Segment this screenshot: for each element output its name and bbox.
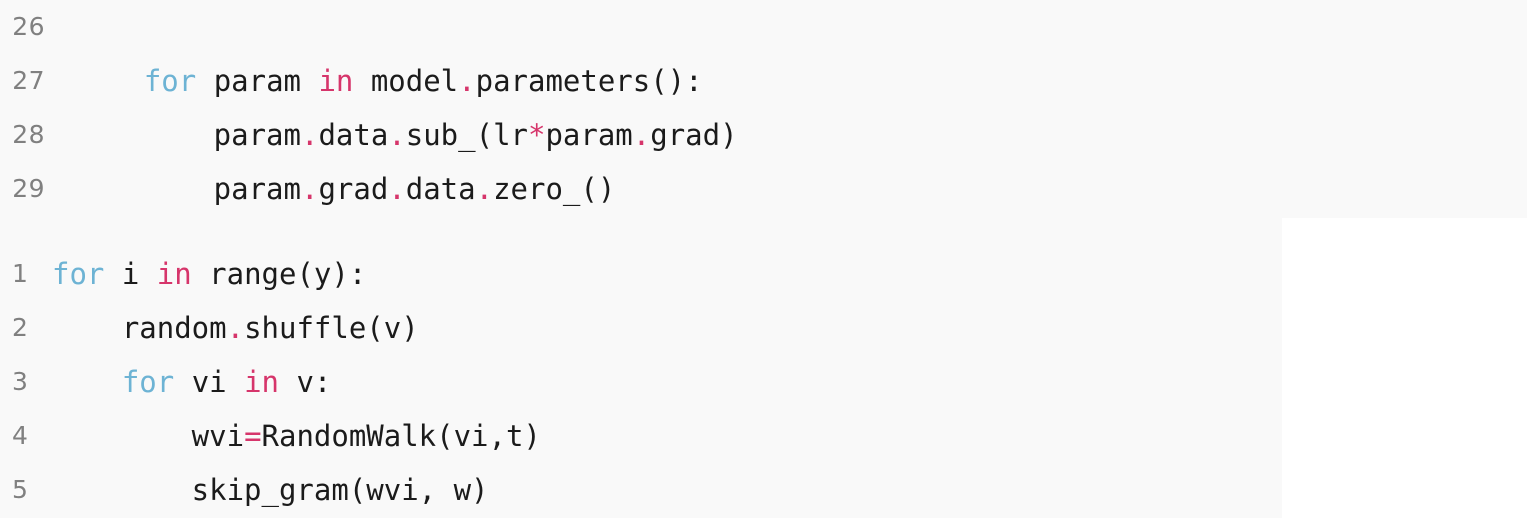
line-number: 27	[12, 66, 45, 95]
code-text[interactable]: for vi in v:	[52, 355, 332, 409]
code-token-pln: grad	[318, 172, 389, 206]
line-number: 4	[12, 421, 29, 450]
code-line[interactable]: 26	[0, 0, 1527, 54]
code-token-pln: data	[318, 118, 389, 152]
line-number: 28	[12, 120, 45, 149]
code-line[interactable]: 27 for param in model.parameters():	[0, 54, 1527, 108]
code-token-pln: sub_(lr	[405, 118, 528, 152]
code-token-op: .	[300, 172, 319, 206]
code-token-pln: param	[545, 118, 633, 152]
code-line[interactable]: 3 for vi in v:	[0, 355, 1527, 409]
line-number: 5	[12, 475, 29, 504]
code-token-pln: data	[405, 172, 476, 206]
code-token-pln: parameters():	[475, 64, 703, 98]
code-line[interactable]: 29 param.grad.data.zero_()	[0, 162, 1527, 216]
code-text[interactable]: for param in model.parameters():	[74, 54, 703, 108]
code-token-kw: for	[52, 257, 105, 291]
line-number: 3	[12, 367, 29, 396]
code-token-pln: RandomWalk(vi,t)	[261, 419, 541, 453]
code-token-pln: range(y):	[191, 257, 367, 291]
code-token-pln: vi	[174, 365, 245, 399]
code-token-op: .	[300, 118, 319, 152]
code-token-pln: wvi	[52, 419, 245, 453]
code-token-op: .	[458, 64, 476, 98]
code-token-op: .	[475, 172, 494, 206]
code-token-pln: model	[353, 64, 459, 98]
code-token-pln: grad)	[650, 118, 738, 152]
code-token-pln: param	[74, 118, 301, 152]
page-background-right	[1282, 218, 1527, 518]
code-token-pln: skip_gram(wvi, w)	[52, 473, 489, 507]
code-token-pln	[52, 365, 122, 399]
code-token-op: .	[632, 118, 651, 152]
code-line[interactable]: 1 for i in range(y):	[0, 247, 1527, 301]
code-token-op: in	[156, 257, 192, 291]
code-line[interactable]: 4 wvi=RandomWalk(vi,t)	[0, 409, 1527, 463]
code-line[interactable]: 28 param.data.sub_(lr*param.grad)	[0, 108, 1527, 162]
code-text[interactable]: param.grad.data.zero_()	[74, 162, 616, 216]
code-token-op: in	[318, 64, 354, 98]
code-token-kw: for	[143, 64, 197, 98]
code-text[interactable]: for i in range(y):	[52, 247, 366, 301]
line-number: 29	[12, 174, 45, 203]
code-token-op: =	[244, 419, 262, 453]
code-token-op: *	[527, 118, 546, 152]
code-token-op: .	[388, 172, 406, 206]
code-token-pln: v:	[279, 365, 332, 399]
line-number: 2	[12, 313, 29, 342]
code-text[interactable]: wvi=RandomWalk(vi,t)	[52, 409, 541, 463]
code-token-pln: param	[74, 172, 301, 206]
line-number: 26	[12, 12, 45, 41]
code-token-pln: i	[104, 257, 157, 291]
code-token-kw: for	[121, 365, 175, 399]
line-number: 1	[12, 259, 29, 288]
code-background-lower	[0, 218, 1282, 518]
code-line[interactable]: 5 skip_gram(wvi, w)	[0, 463, 1527, 517]
code-text[interactable]: random.shuffle(v)	[52, 301, 419, 355]
code-token-pln	[74, 64, 144, 98]
code-line[interactable]: 2 random.shuffle(v)	[0, 301, 1527, 355]
code-token-op: .	[388, 118, 406, 152]
code-token-pln: zero_()	[493, 172, 616, 206]
code-background-upper	[0, 0, 1527, 218]
code-text[interactable]: param.data.sub_(lr*param.grad)	[74, 108, 738, 162]
code-token-op: .	[226, 311, 245, 345]
code-token-pln: param	[196, 64, 319, 98]
code-token-pln: shuffle(v)	[244, 311, 419, 345]
code-text[interactable]: skip_gram(wvi, w)	[52, 463, 489, 517]
code-token-op: in	[244, 365, 279, 399]
code-token-pln: random	[52, 311, 227, 345]
